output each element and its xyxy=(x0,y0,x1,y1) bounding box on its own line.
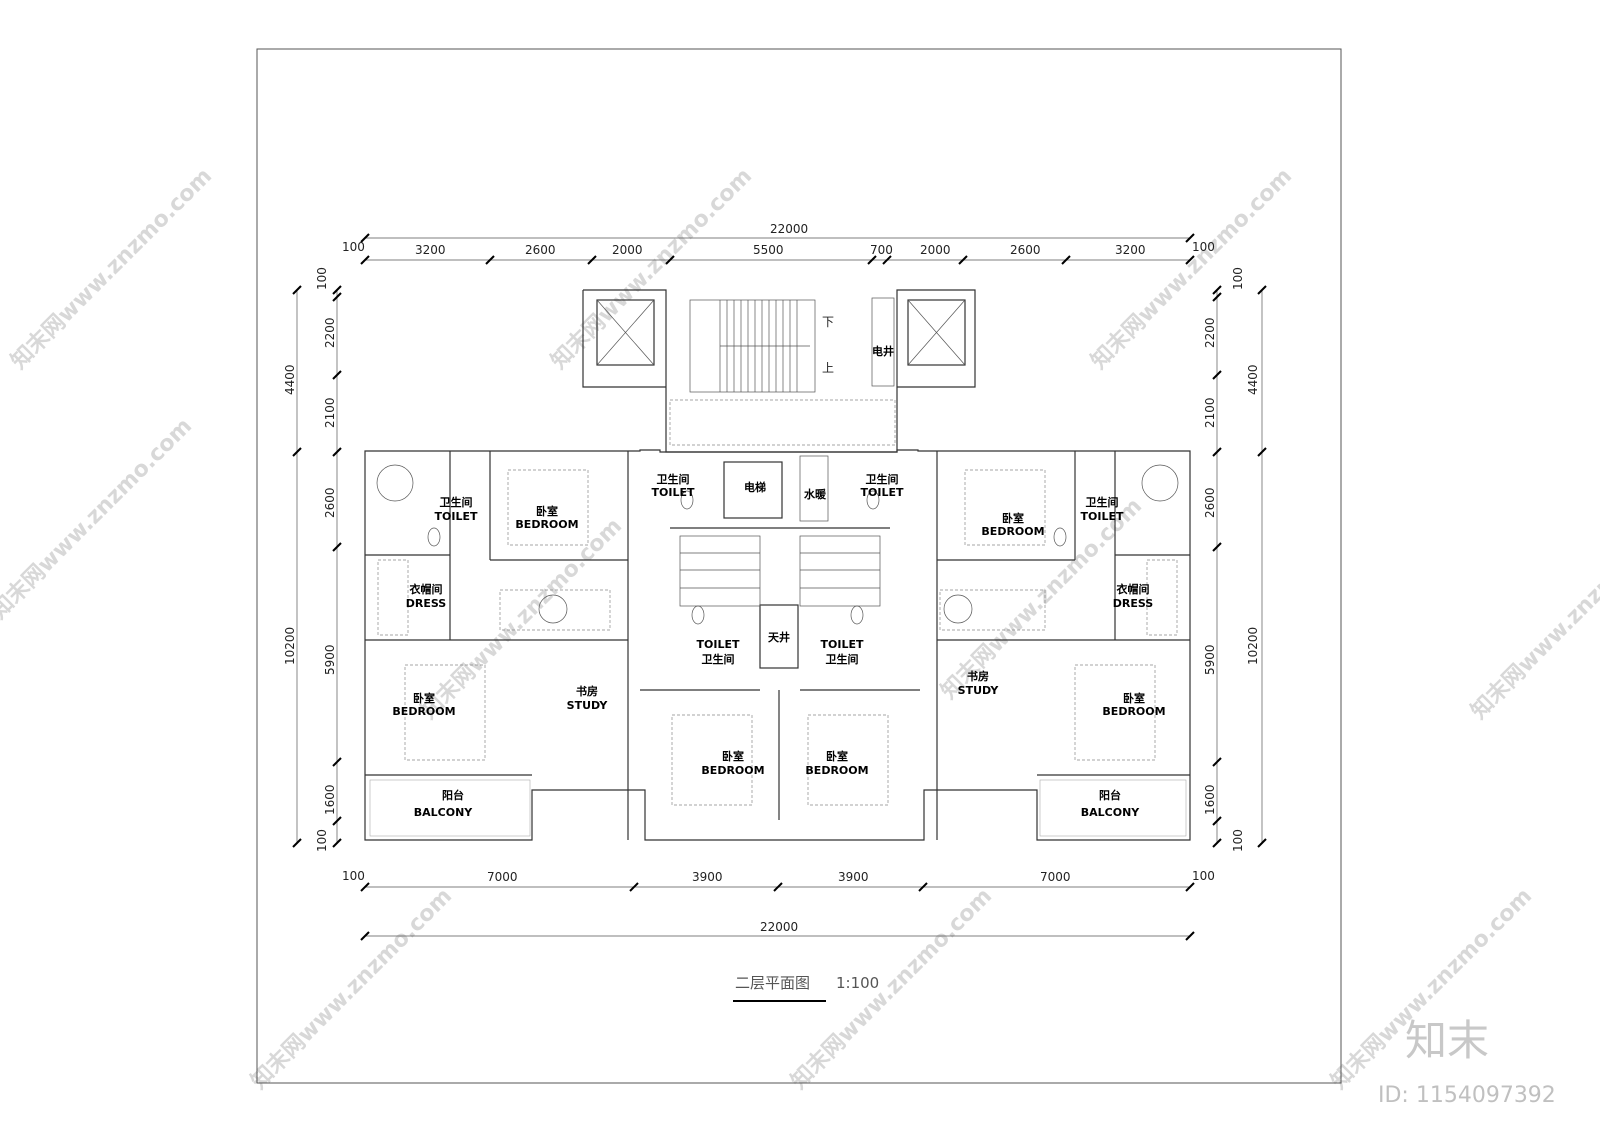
label-balcony-en: BALCONY xyxy=(1081,806,1141,819)
label-toilet-cn: 卫生间 xyxy=(826,652,859,666)
dim-right-inner: 5900 xyxy=(1203,644,1217,675)
label-elec-shaft: 电井 xyxy=(872,344,894,358)
label-water-heating: 水暖 xyxy=(804,487,827,501)
drawing-title-text: 二层平面图 xyxy=(735,974,810,992)
label-bedroom-en: BEDROOM xyxy=(981,525,1044,538)
label-dress-cn: 衣帽间 xyxy=(1117,582,1150,596)
dim-right-inner: 2600 xyxy=(1203,487,1217,518)
watermark-text: 知末网www.znzmo.com xyxy=(786,883,997,1094)
label-bedroom-cn: 卧室 xyxy=(413,691,435,705)
dim-top-seg: 2000 xyxy=(612,243,643,257)
label-bedroom-cn: 卧室 xyxy=(1002,511,1024,525)
dim-left-inner: 2600 xyxy=(323,487,337,518)
label-toilet-en: TOILET xyxy=(697,638,740,651)
right-dimensions: 4400 10200 100 2200 2100 2600 5900 1600 … xyxy=(1203,267,1267,852)
label-study-en: STUDY xyxy=(958,684,1000,697)
dim-top-edge-left: 100 xyxy=(342,240,365,254)
dim-top-seg: 5500 xyxy=(753,243,784,257)
dim-left-inner: 1600 xyxy=(323,784,337,815)
room-labels: 卫生间 TOILET 卧室 BEDROOM 卫生间 TOILET 卫生间 TOI… xyxy=(392,472,1165,819)
label-bedroom-en: BEDROOM xyxy=(392,705,455,718)
label-toilet-en: TOILET xyxy=(435,510,478,523)
stair-down-label: 下 xyxy=(822,315,834,329)
label-bedroom-cn: 卧室 xyxy=(1123,691,1145,705)
label-bedroom-en: BEDROOM xyxy=(701,764,764,777)
watermark-text: 知末网www.znzmo.com xyxy=(6,163,217,374)
label-toilet-en: TOILET xyxy=(861,486,904,499)
label-bedroom-cn: 卧室 xyxy=(722,749,744,763)
label-elevator: 电梯 xyxy=(744,480,766,494)
dim-left-inner: 2100 xyxy=(323,397,337,428)
drawing-title: 二层平面图 1:100 xyxy=(733,974,879,1002)
label-dress-en: DRESS xyxy=(406,597,447,610)
label-dress-en: DRESS xyxy=(1113,597,1154,610)
left-dimensions: 4400 10200 100 2200 2100 2600 5900 1600 … xyxy=(283,267,342,852)
label-toilet-cn: 卫生间 xyxy=(866,472,899,486)
dim-right-inner: 1600 xyxy=(1203,784,1217,815)
watermark-layer: 知末网www.znzmo.com 知末网www.znzmo.com 知末网www… xyxy=(0,163,1600,1094)
dim-top-seg: 2600 xyxy=(1010,243,1041,257)
label-toilet-en: TOILET xyxy=(652,486,695,499)
id-watermark: ID: 1154097392 xyxy=(1378,1083,1556,1108)
label-study-cn: 书房 xyxy=(967,669,989,683)
dim-right-inner: 100 xyxy=(1231,829,1245,852)
stair-up-label: 上 xyxy=(822,361,834,375)
dim-left-outer: 10200 xyxy=(283,627,297,665)
dim-top-seg: 3200 xyxy=(1115,243,1146,257)
label-bedroom-en: BEDROOM xyxy=(515,518,578,531)
dim-bottom-edge-left: 100 xyxy=(342,869,365,883)
dim-right-outer: 4400 xyxy=(1246,364,1260,395)
top-dimensions: 22000 100 100 3200 2600 2000 5500 700 20… xyxy=(342,222,1215,265)
label-bedroom-cn: 卧室 xyxy=(826,749,848,763)
dim-top-seg: 2000 xyxy=(920,243,951,257)
label-bedroom-cn: 卧室 xyxy=(536,504,558,518)
dim-bottom-total: 22000 xyxy=(760,920,798,934)
dim-top-seg: 700 xyxy=(870,243,893,257)
dim-left-outer: 4400 xyxy=(283,364,297,395)
dim-left-inner: 100 xyxy=(315,267,329,290)
dim-top-seg: 2600 xyxy=(525,243,556,257)
dim-top-total: 22000 xyxy=(770,222,808,236)
watermark-text: 知末网www.znzmo.com xyxy=(1466,513,1600,724)
watermark-text: 知末网www.znzmo.com xyxy=(1086,163,1297,374)
dim-right-outer: 10200 xyxy=(1246,627,1260,665)
label-toilet-cn: 卫生间 xyxy=(657,472,690,486)
label-skywell: 天井 xyxy=(768,630,790,644)
sheet-border xyxy=(256,48,1342,1084)
label-toilet-cn: 卫生间 xyxy=(702,652,735,666)
watermark-text: 知末网www.znzmo.com xyxy=(0,413,197,624)
dim-bottom-seg: 7000 xyxy=(487,870,518,884)
label-balcony-en: BALCONY xyxy=(414,806,474,819)
dim-right-inner: 100 xyxy=(1231,267,1245,290)
dim-left-inner: 2200 xyxy=(323,317,337,348)
label-balcony-cn: 阳台 xyxy=(1099,788,1121,802)
bottom-dimensions: 100 100 7000 3900 3900 7000 22000 xyxy=(342,869,1215,941)
label-study-en: STUDY xyxy=(567,699,609,712)
building-outline: 电井 下 上 电梯 水暖 天井 xyxy=(364,289,1191,841)
label-toilet-en: TOILET xyxy=(1081,510,1124,523)
dim-bottom-edge-right: 100 xyxy=(1192,869,1215,883)
label-toilet-en: TOILET xyxy=(821,638,864,651)
label-toilet-cn: 卫生间 xyxy=(440,495,473,509)
watermark-text: 知末网www.znzmo.com xyxy=(546,163,757,374)
label-balcony-cn: 阳台 xyxy=(442,788,464,802)
dim-left-inner: 5900 xyxy=(323,644,337,675)
dim-bottom-seg: 3900 xyxy=(838,870,869,884)
dim-left-inner: 100 xyxy=(315,829,329,852)
drawing-scale: 1:100 xyxy=(836,974,879,992)
label-study-cn: 书房 xyxy=(576,684,598,698)
dim-top-seg: 3200 xyxy=(415,243,446,257)
label-toilet-cn: 卫生间 xyxy=(1086,495,1119,509)
label-bedroom-en: BEDROOM xyxy=(805,764,868,777)
dim-bottom-seg: 3900 xyxy=(692,870,723,884)
dim-top-edge-right: 100 xyxy=(1192,240,1215,254)
watermark-text: 知末网www.znzmo.com xyxy=(246,883,457,1094)
label-dress-cn: 衣帽间 xyxy=(410,582,443,596)
dim-right-inner: 2100 xyxy=(1203,397,1217,428)
dim-bottom-seg: 7000 xyxy=(1040,870,1071,884)
label-bedroom-en: BEDROOM xyxy=(1102,705,1165,718)
brand-watermark: 知末 xyxy=(1405,1016,1489,1065)
dim-right-inner: 2200 xyxy=(1203,317,1217,348)
